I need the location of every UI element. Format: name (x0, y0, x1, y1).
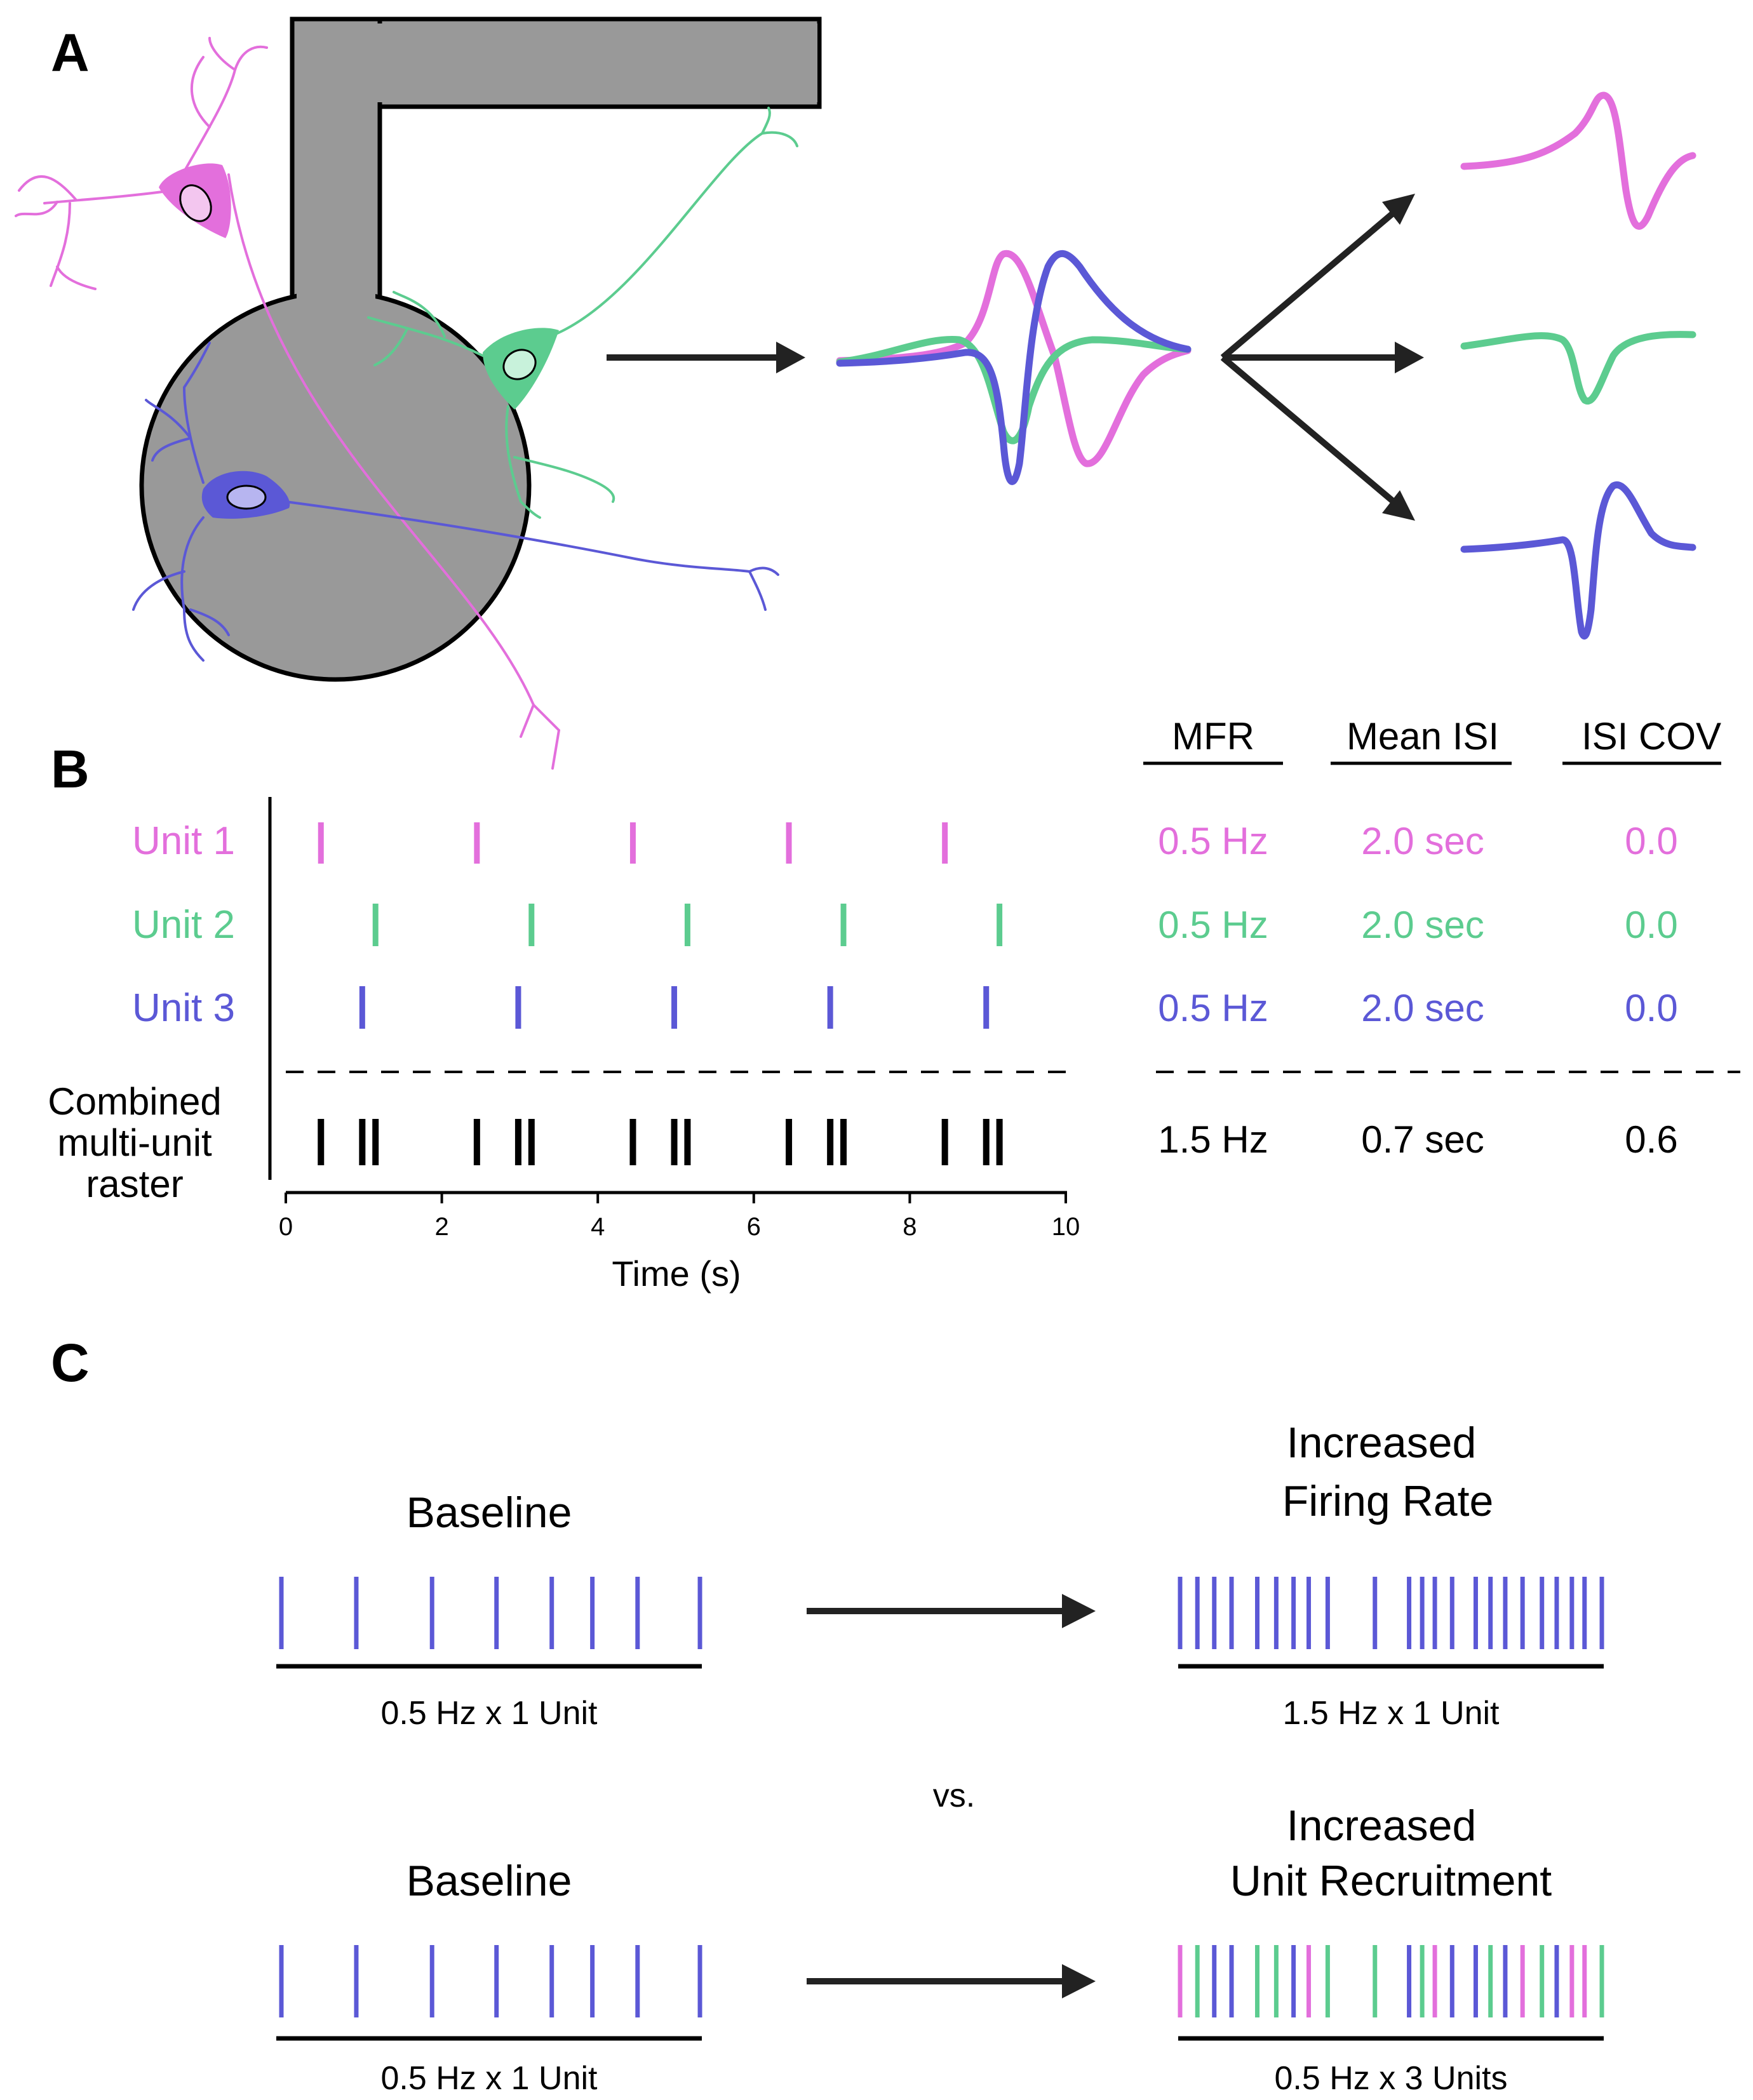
baseline-label-top: Baseline (406, 1488, 572, 1537)
arrow-to-recruitment (807, 1964, 1096, 1998)
neuron-unit1-nucleus (179, 184, 212, 222)
stat-unit2-cov: 0.0 (1625, 904, 1677, 946)
raster-spikes (318, 822, 1003, 1165)
electrode (139, 17, 822, 682)
stat-unit3-mfr: 0.5 Hz (1158, 987, 1268, 1029)
recruit-title-line1: Increased (1287, 1802, 1477, 1850)
label-combined-line1: Combined (48, 1080, 222, 1123)
stat-unit1-mfr: 0.5 Hz (1158, 820, 1268, 862)
waveform-sorted-unit2 (1460, 331, 1696, 405)
label-unit2: Unit 2 (132, 903, 235, 947)
stat-unit3-isi: 2.0 sec (1361, 987, 1484, 1029)
branch-arrows (1220, 194, 1424, 521)
recruit-title-line2: Unit Recruitment (1230, 1857, 1552, 1905)
label-combined-line3: raster (86, 1163, 183, 1205)
stat-unit1-isi: 2.0 sec (1361, 820, 1484, 862)
baseline-caption-bottom: 0.5 Hz x 1 Unit (380, 2060, 598, 2097)
raster-x-ticks: 0 2 4 6 8 10 (279, 1193, 1080, 1241)
recruit-caption: 0.5 Hz x 3 Units (1274, 2060, 1507, 2097)
stats-headers: MFR Mean ISI ISI COV (1143, 715, 1721, 765)
arrow-to-waveforms (607, 342, 805, 373)
waveform-unit2 (836, 335, 1192, 445)
stat-unit3-cov: 0.0 (1625, 987, 1677, 1029)
superimposed-waveforms (836, 250, 1192, 485)
panel-label-a: A (51, 23, 90, 83)
header-isi-cov: ISI COV (1582, 715, 1721, 758)
x-tick-label: 6 (747, 1213, 761, 1241)
arrow-to-firing-rate (807, 1594, 1096, 1628)
panel-label-c: C (51, 1333, 90, 1393)
raster-xlabel: Time (s) (612, 1254, 741, 1294)
neuron-unit2 (367, 107, 798, 519)
stat-unit1-cov: 0.0 (1625, 820, 1677, 862)
baseline-label-bottom: Baseline (406, 1857, 572, 1905)
vs-label: vs. (933, 1777, 975, 1814)
waveform-sorted-unit3 (1460, 481, 1696, 639)
x-tick-label: 10 (1052, 1213, 1080, 1241)
label-combined-line2: multi-unit (57, 1121, 212, 1164)
neuron-unit3 (132, 342, 779, 662)
firing-title-line2: Firing Rate (1282, 1477, 1494, 1525)
waveform-unit3 (836, 250, 1192, 485)
stat-combined-isi: 0.7 sec (1361, 1118, 1484, 1161)
baseline-raster-bottom (279, 1945, 702, 2017)
header-mfr: MFR (1172, 715, 1254, 758)
label-unit3: Unit 3 (132, 986, 235, 1030)
firing-raster (1178, 1577, 1604, 1649)
stat-combined-mfr: 1.5 Hz (1158, 1118, 1268, 1161)
x-tick-label: 8 (903, 1213, 917, 1241)
stat-unit2-mfr: 0.5 Hz (1158, 904, 1268, 946)
x-tick-label: 4 (591, 1213, 605, 1241)
label-unit1: Unit 1 (132, 819, 235, 863)
waveform-sorted-unit1 (1460, 91, 1696, 230)
firing-title-line1: Increased (1287, 1419, 1477, 1467)
stat-combined-cov: 0.6 (1625, 1118, 1677, 1161)
baseline-raster-top (279, 1577, 702, 1649)
baseline-caption-top: 0.5 Hz x 1 Unit (380, 1695, 598, 1732)
neuron-unit3-nucleus (226, 485, 267, 510)
neuron-unit1 (15, 37, 560, 770)
stat-unit2-isi: 2.0 sec (1361, 904, 1484, 946)
neuron-unit2-nucleus (502, 349, 537, 380)
x-tick-label: 2 (434, 1213, 448, 1241)
header-mean-isi: Mean ISI (1347, 715, 1499, 758)
firing-caption: 1.5 Hz x 1 Unit (1282, 1695, 1500, 1732)
panel-label-b: B (51, 739, 90, 799)
separated-waveforms (1460, 91, 1696, 639)
x-tick-label: 0 (279, 1213, 293, 1241)
recruit-raster (1178, 1945, 1604, 2017)
